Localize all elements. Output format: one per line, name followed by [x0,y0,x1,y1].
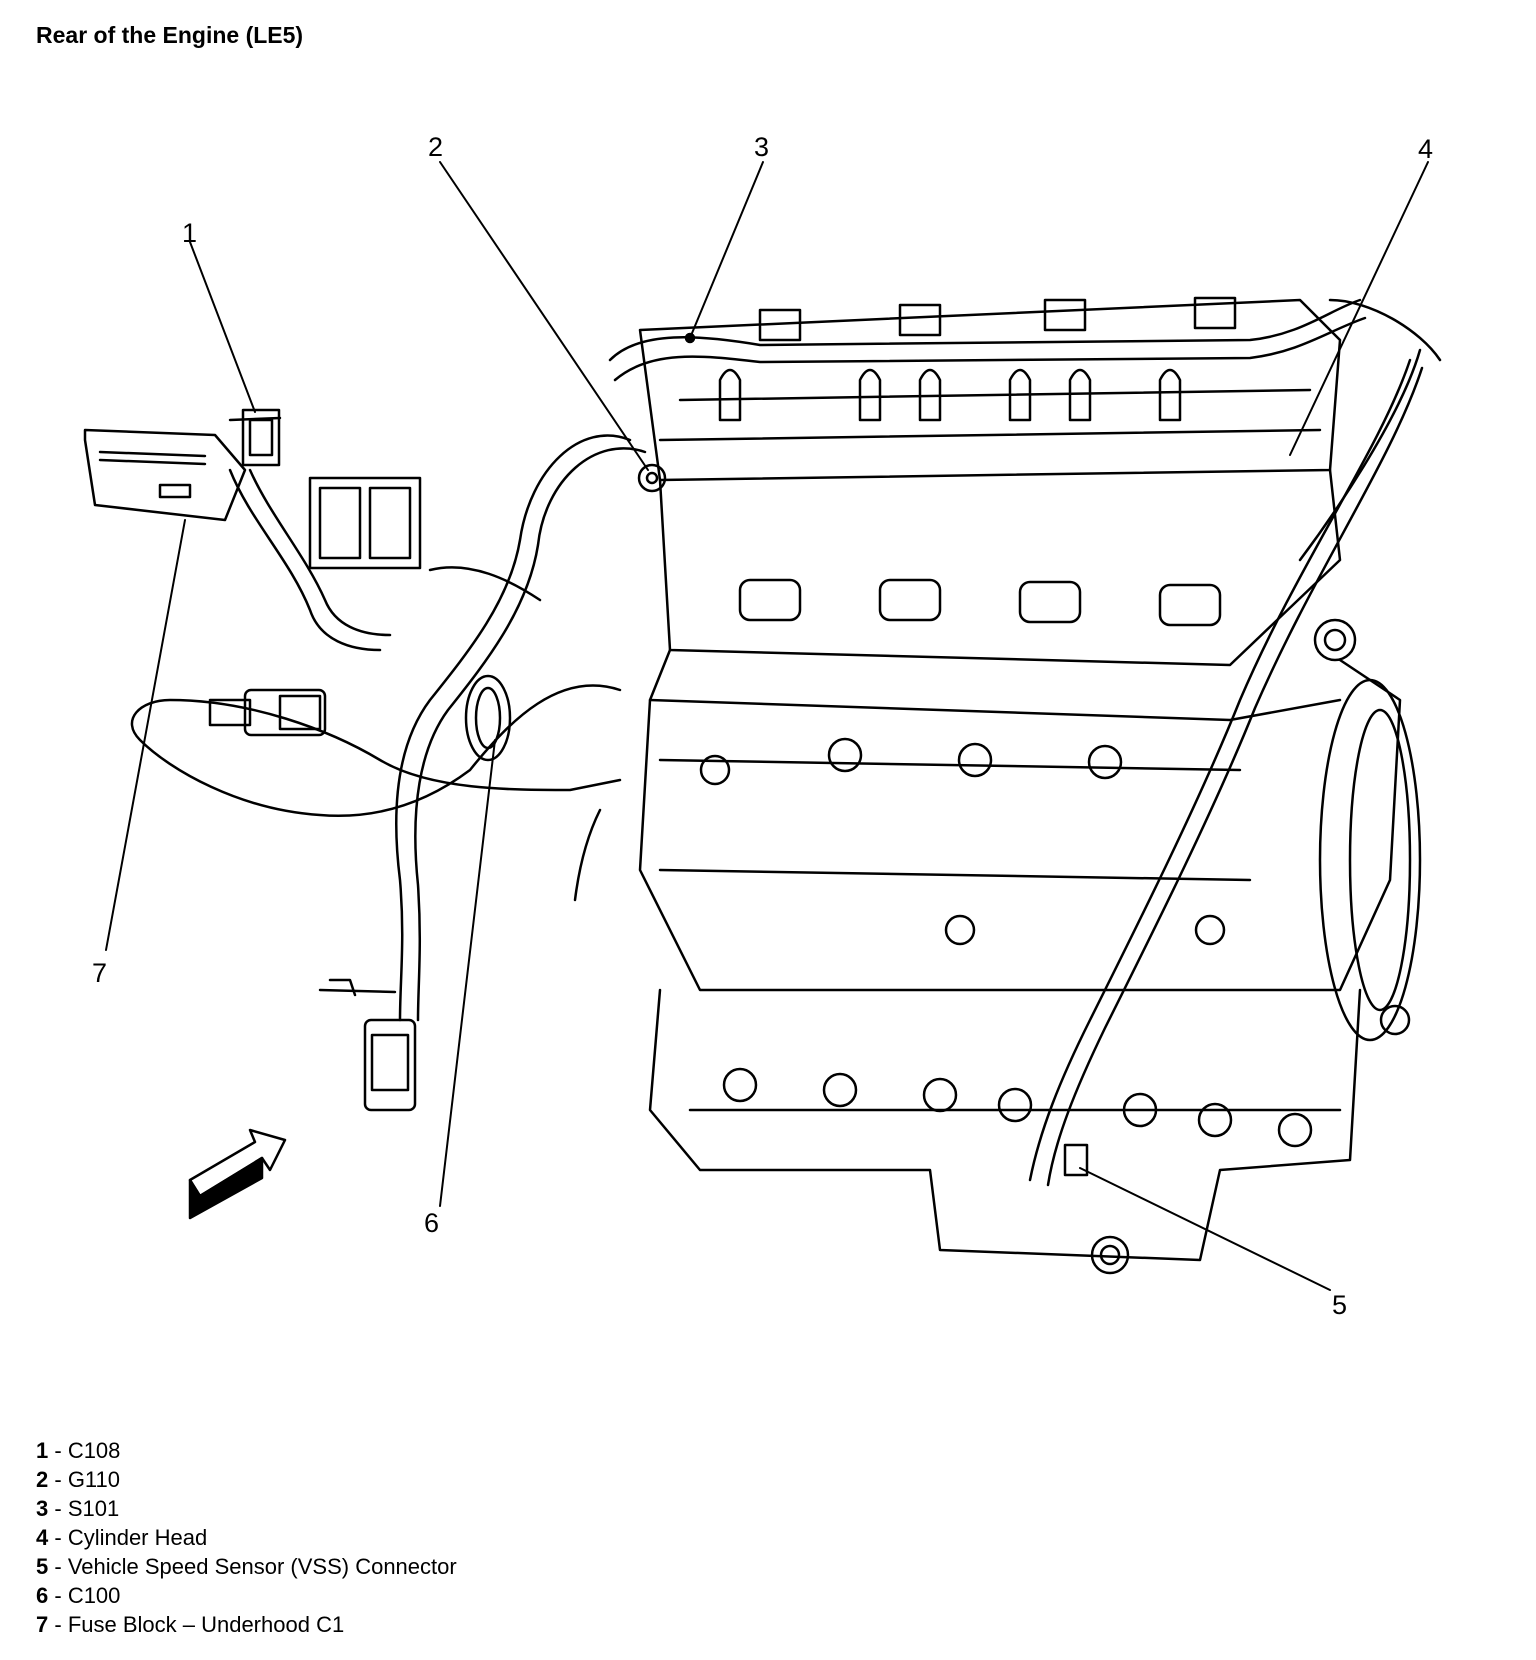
diagram-title: Rear of the Engine (LE5) [36,22,304,48]
vss-harness [1028,358,1424,1187]
oil-pan [648,988,1362,1275]
fuse-block-underhood [83,428,247,522]
legend-row: 2 - G110 [36,1465,457,1494]
legend-label: Fuse Block – Underhood C1 [67,1612,345,1637]
legend-row: 6 - C100 [36,1581,457,1610]
legend-row: 7 - Fuse Block – Underhood C1 [36,1610,457,1639]
c108-connector [228,408,282,467]
legend-separator: - [48,1438,68,1463]
callout-leaders [105,161,1429,1291]
legend-row: 4 - Cylinder Head [36,1523,457,1552]
legend-separator: - [48,1612,68,1637]
legend-number: 1 [36,1438,49,1463]
connector-block [308,476,422,570]
legend-separator: - [48,1583,68,1608]
g110-ground [637,463,667,493]
legend-row: 5 - Vehicle Speed Sensor (VSS) Connector [36,1552,457,1581]
callout-4: 4 [1418,134,1434,164]
legend-number: 4 [36,1525,49,1550]
legend-number: 2 [36,1467,49,1492]
lower-connector [318,978,417,1112]
callout-2: 2 [428,132,444,162]
legend-number: 3 [36,1496,49,1521]
callout-6: 6 [424,1208,440,1238]
legend-separator: - [48,1525,68,1550]
legend-number: 6 [36,1583,49,1608]
top-harness [608,298,1442,562]
legend-row: 3 - S101 [36,1494,457,1523]
legend-number: 5 [36,1554,49,1579]
legend-label: Vehicle Speed Sensor (VSS) Connector [67,1554,457,1579]
callout-3: 3 [754,132,770,162]
legend-separator: - [48,1467,68,1492]
callout-7: 7 [92,958,108,988]
legend-number: 7 [36,1612,49,1637]
left-harness [130,434,647,1022]
legend-separator: - [48,1496,68,1521]
side-connector [208,688,327,737]
callout-5: 5 [1332,1290,1348,1320]
cylinder-head-cover [638,296,1342,482]
legend: 1 - C108 2 - G110 3 - S101 4 - Cylinder … [36,1436,457,1639]
legend-label: Cylinder Head [67,1525,208,1550]
legend-label: C108 [67,1438,121,1463]
callout-1: 1 [182,218,198,248]
legend-label: C100 [67,1583,121,1608]
legend-label: S101 [67,1496,120,1521]
legend-row: 1 - C108 [36,1436,457,1465]
engine-block [638,468,1402,992]
flywheel-housing [1318,678,1422,1042]
direction-arrow [188,1128,287,1220]
legend-label: G110 [67,1467,120,1492]
c100-connector [464,674,512,762]
legend-separator: - [48,1554,68,1579]
